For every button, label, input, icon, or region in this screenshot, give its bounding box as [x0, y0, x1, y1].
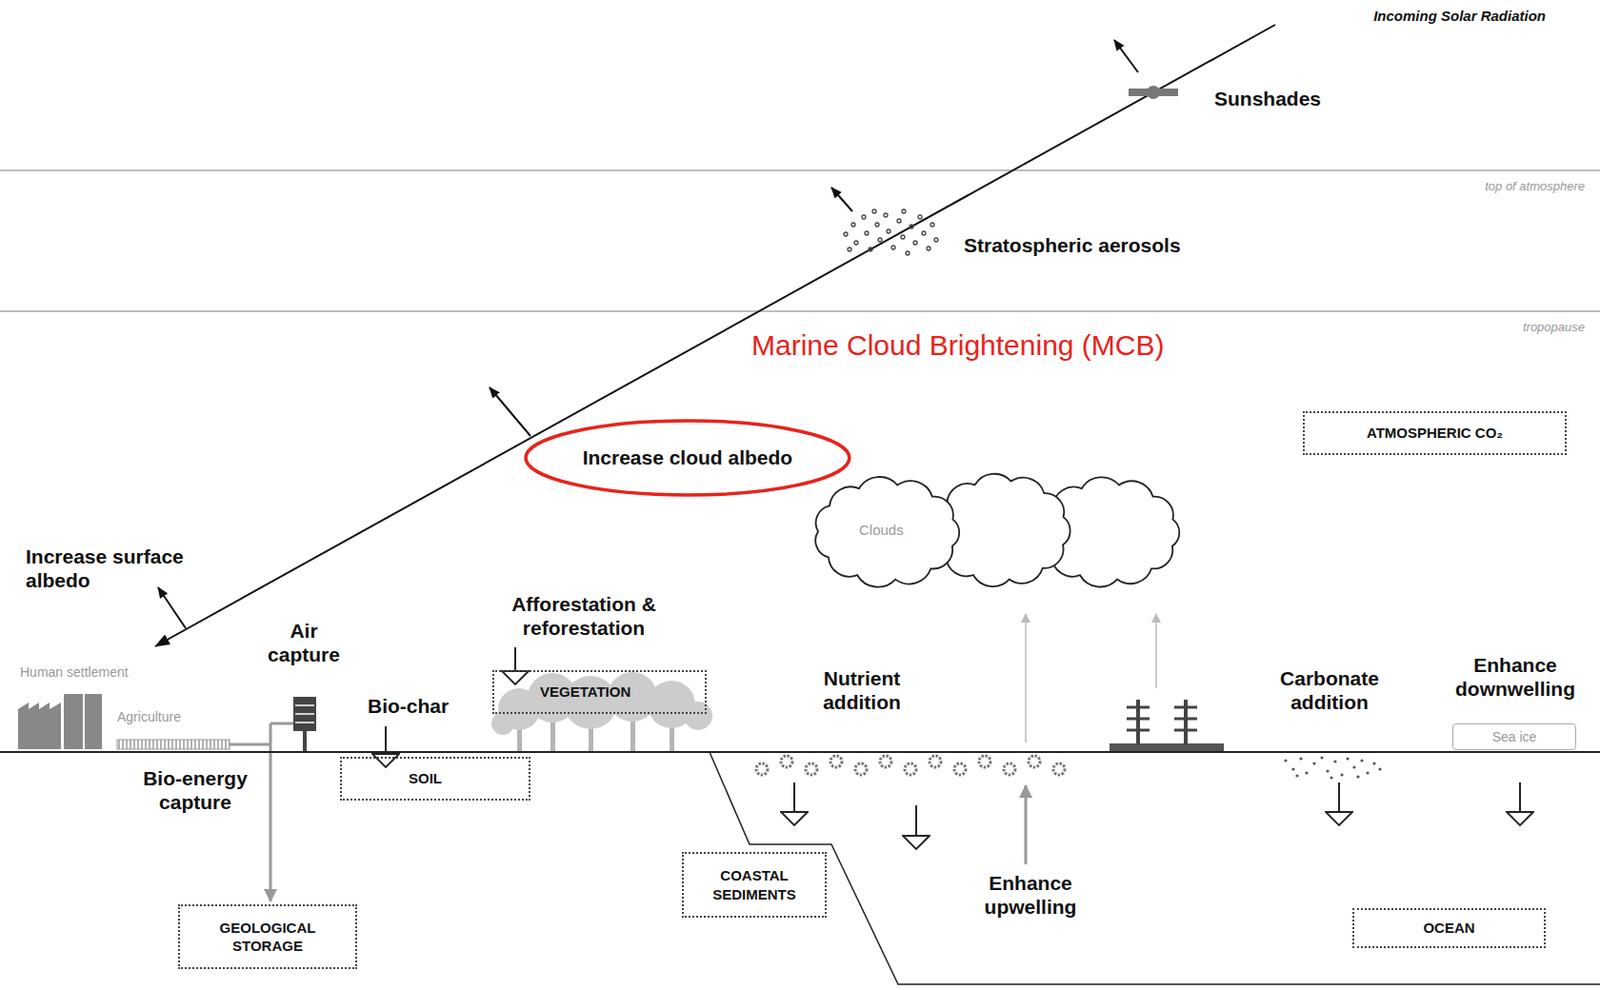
top-of-atmosphere-line: [0, 169, 1600, 172]
method-label: Bio-energy capture: [128, 766, 262, 815]
sea-ice-box: Sea ice: [1452, 723, 1577, 751]
spray-arrow: [1155, 614, 1158, 689]
layer-label: top of atmosphere: [1484, 179, 1585, 195]
power-pylons: [1109, 700, 1224, 753]
node-text: Clouds: [859, 520, 904, 540]
method-label: Increase surface albedo: [25, 544, 207, 593]
storage-pipe: [270, 722, 294, 726]
sunshade-hub: [1146, 85, 1160, 100]
method-label: Nutrient addition: [795, 666, 929, 715]
radiation-label: Incoming Solar Radiation: [1373, 7, 1546, 25]
sink-arrow: [793, 782, 796, 813]
spray-arrow: [1024, 614, 1027, 743]
upwelling-arrow: [1024, 785, 1028, 865]
layer-label: tropopause: [1522, 320, 1585, 336]
method-label: Sunshades: [1214, 86, 1321, 111]
trees: [491, 672, 713, 753]
cloud-shape: Clouds: [805, 469, 1189, 592]
reflection-arrow: [831, 187, 853, 212]
reflection-arrow: [489, 387, 531, 437]
method-label: Carbonate addition: [1262, 666, 1397, 715]
method-label: Afforestation & reforestation: [500, 592, 668, 640]
method-label: Enhance upwelling: [968, 871, 1093, 920]
carbon-reservoir-box: SOIL: [340, 757, 531, 801]
ground-line: [0, 751, 1600, 754]
storage-arrow: [269, 723, 273, 902]
tree-crown: [491, 712, 515, 736]
node-text: OCEAN: [1422, 919, 1475, 939]
aerosol-particles: [843, 209, 939, 256]
node-text: COASTAL SEDIMENTS: [695, 866, 814, 904]
carbon-reservoir-box: VEGETATION: [492, 670, 707, 715]
carbon-reservoir-box: COASTAL SEDIMENTS: [681, 852, 827, 919]
tree-crown: [683, 701, 713, 731]
sink-arrow: [1338, 782, 1340, 813]
node-text: Sea ice: [1492, 728, 1538, 746]
highlight-ring: [525, 420, 850, 496]
node-text: SOIL: [408, 769, 442, 789]
sunshade-symbol: [1128, 85, 1179, 100]
land-use-label: Human settlement: [20, 664, 129, 681]
sink-arrow: [514, 647, 517, 672]
sink-arrow: [915, 805, 918, 837]
sink-arrow: [384, 726, 387, 755]
node-text: VEGETATION: [540, 682, 631, 702]
reflection-arrow: [158, 587, 186, 629]
carbon-reservoir-box: OCEAN: [1352, 908, 1546, 949]
sink-arrow: [1519, 782, 1521, 813]
node-text: Increase cloud albedo: [582, 444, 794, 471]
carbon-reservoir-box: ATMOSPHERIC CO₂: [1302, 411, 1567, 456]
air-capture-device: [293, 697, 317, 753]
land-use-label: Agriculture: [117, 709, 181, 726]
node-text: ATMOSPHERIC CO₂: [1366, 423, 1503, 443]
method-label: Air capture: [260, 619, 347, 667]
method-label: Stratospheric aerosols: [963, 233, 1181, 258]
method-label: Enhance downwelling: [1443, 653, 1587, 701]
storage-pipe: [229, 743, 271, 747]
tropopause-line: [0, 310, 1600, 313]
highlight-ellipse: Increase cloud albedo: [523, 419, 852, 498]
reflection-arrow: [1114, 40, 1139, 73]
annotation-label: Marine Cloud Brightening (MCB): [747, 328, 1169, 363]
method-label: Bio-char: [367, 694, 449, 719]
solar-radiation-ray: [155, 24, 1276, 647]
nutrient-particles: [756, 756, 1065, 776]
node-text: GEOLOGICAL STORAGE: [191, 919, 344, 957]
factory-symbol: [18, 694, 102, 750]
agriculture-field: [117, 740, 230, 750]
carbonate-particles: [1283, 756, 1381, 780]
carbon-reservoir-box: GEOLOGICAL STORAGE: [178, 904, 358, 970]
cloud-puff: [815, 477, 960, 588]
seafloor-profile: [709, 752, 1600, 985]
